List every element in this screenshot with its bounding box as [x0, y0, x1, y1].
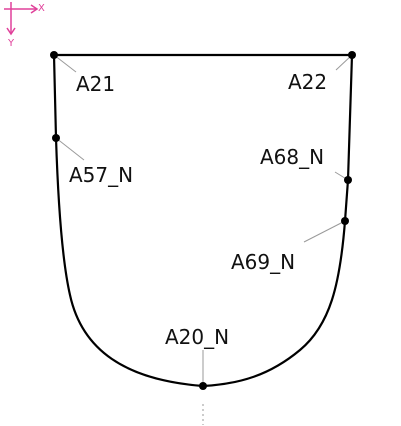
label-a69-n: A69_N	[231, 250, 295, 274]
point-a69-n[interactable]	[341, 217, 349, 225]
label-a20-n: A20_N	[165, 325, 229, 349]
point-a21[interactable]	[50, 51, 58, 59]
x-axis-label: X	[38, 3, 45, 14]
leader-a57	[55, 137, 85, 161]
point-a22[interactable]	[348, 51, 356, 59]
label-a22: A22	[288, 70, 327, 94]
label-a68-n: A68_N	[260, 145, 324, 169]
right-edge[interactable]	[202, 54, 354, 388]
left-edge[interactable]	[52, 54, 204, 388]
leader-lines	[53, 54, 353, 425]
sketch-outline[interactable]	[52, 53, 354, 388]
sketch-points[interactable]	[50, 51, 356, 390]
y-axis-label: Y	[7, 38, 15, 49]
leader-a21	[53, 54, 77, 73]
point-labels: A21 A22 A57_N A68_N A69_N A20_N	[69, 70, 327, 349]
label-a57-n: A57_N	[69, 163, 133, 187]
point-a57-n[interactable]	[52, 134, 60, 142]
coordinate-axes-icon: X Y	[4, 2, 45, 49]
point-a20-n[interactable]	[199, 382, 207, 390]
leader-a69	[303, 220, 346, 243]
label-a21: A21	[76, 72, 115, 96]
point-a68-n[interactable]	[344, 176, 352, 184]
